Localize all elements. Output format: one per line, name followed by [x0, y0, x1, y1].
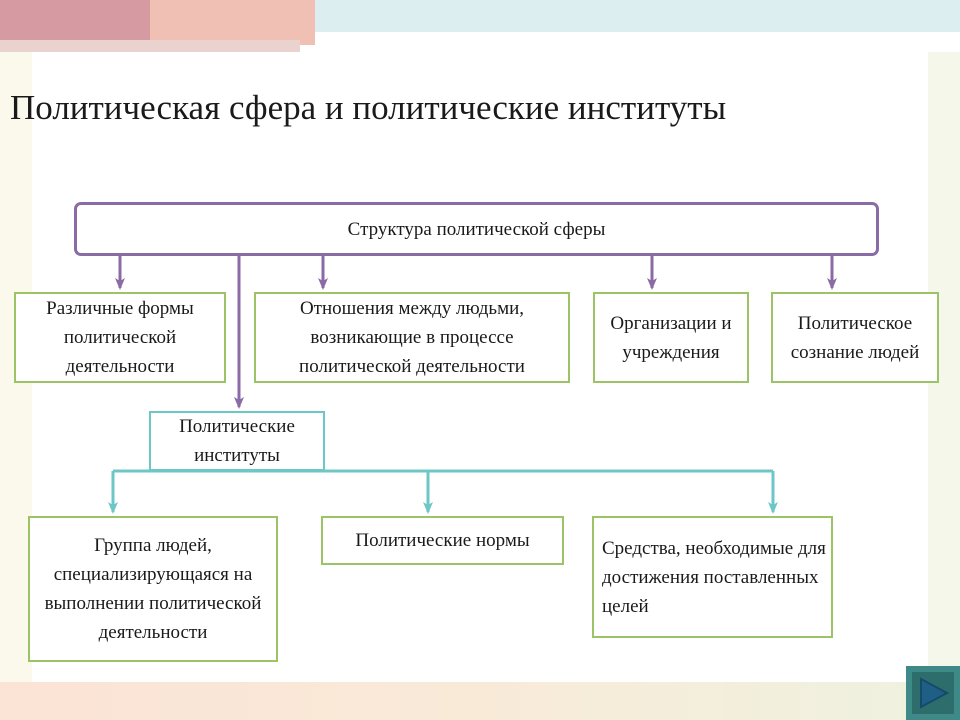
decor-bar-bottom	[0, 682, 960, 720]
node-political-norms: Политические нормы	[321, 516, 564, 565]
decor-bar-top	[0, 40, 300, 52]
node-organizations: Организации и учреждения	[593, 292, 749, 383]
play-triangle-icon	[920, 677, 950, 709]
next-slide-button[interactable]	[906, 666, 960, 720]
node-consciousness: Политическое сознание людей	[771, 292, 939, 383]
node-means: Средства, необходимые для достижения пос…	[592, 516, 833, 638]
node-activity-forms: Различные формы политической деятельност…	[14, 292, 226, 383]
slide-title: Политическая сфера и политические инстит…	[10, 88, 727, 127]
decor-bar-top	[315, 0, 960, 32]
next-slide-button-face	[912, 672, 954, 714]
node-relations: Отношения между людьми, возникающие в пр…	[254, 292, 570, 383]
node-institutions: Политические институты	[149, 411, 325, 471]
node-people-group: Группа людей, специализирующаяся на выпо…	[28, 516, 278, 662]
decor-bar-top	[0, 0, 150, 40]
decor-bar-top	[150, 0, 315, 45]
root-node: Структура политической сферы	[74, 202, 879, 256]
